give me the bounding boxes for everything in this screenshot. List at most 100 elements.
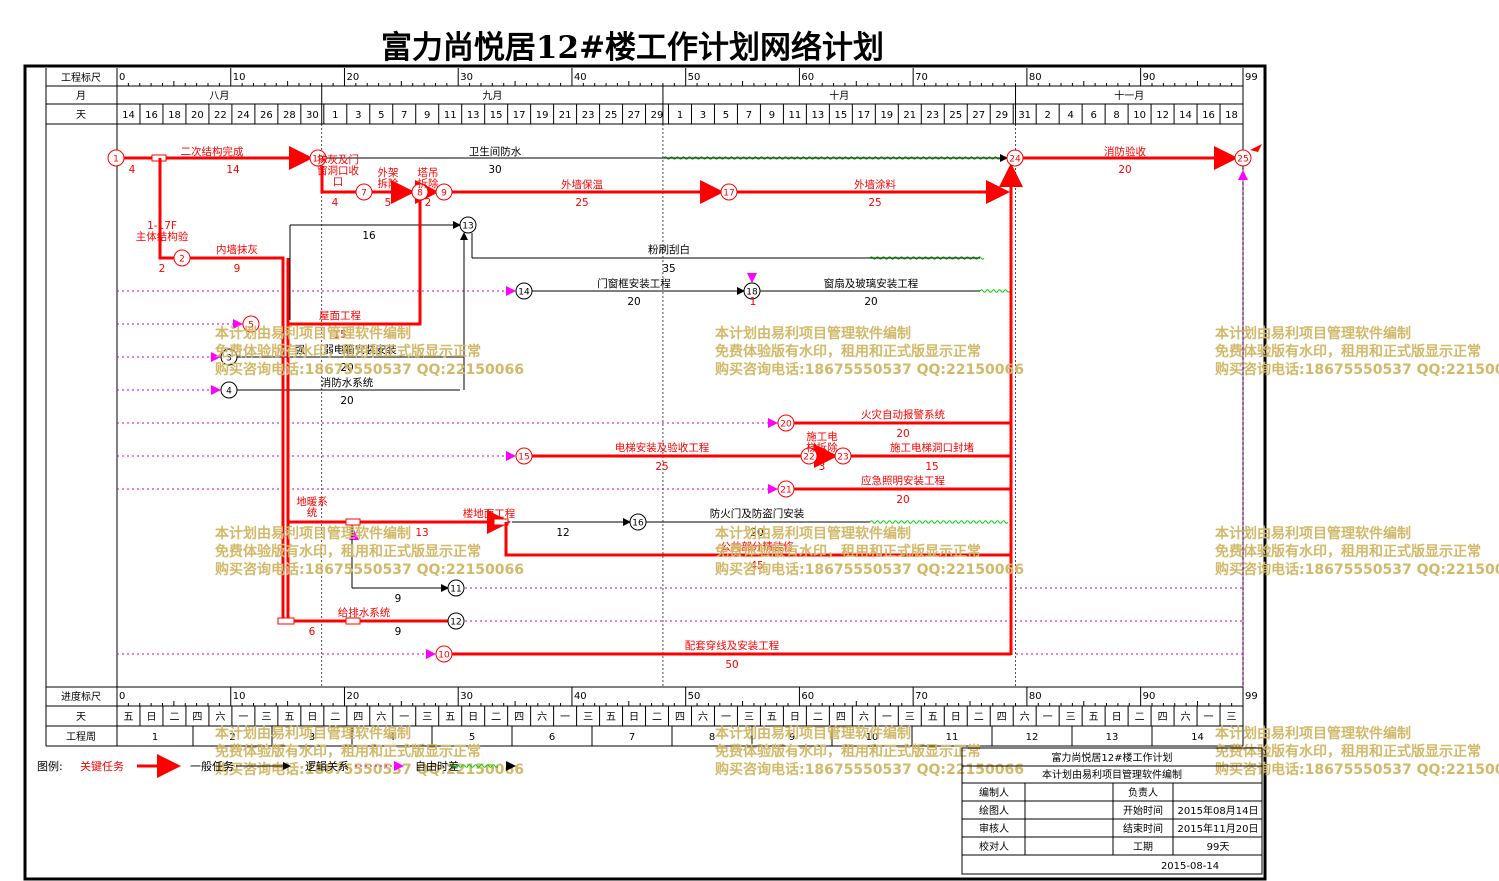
day-label: 2 [1044, 110, 1050, 121]
task-name: 弱电箱安装安装 [323, 343, 397, 356]
watermark-line2: 免费体验版有水印，租用和正式版显示正常 [1215, 743, 1481, 760]
task-name: 配套穿线及安装工程 [685, 639, 780, 652]
week-label: 2 [229, 732, 235, 743]
watermark-block: 本计划由易利项目管理软件编制免费体验版有水印，租用和正式版显示正常购买咨询电话:… [715, 325, 1024, 378]
event-node-2: 2 [173, 249, 191, 267]
watermark-line1: 本计划由易利项目管理软件编制 [1215, 525, 1411, 542]
svg-text:13: 13 [462, 222, 473, 232]
legend: 图例: 关键任务 一般任务 逻辑关系 自由时差 [37, 754, 516, 778]
weekday-label: 一 [1043, 712, 1053, 723]
scale-tick-top: 90 [1143, 72, 1156, 83]
dummy-arrow [1238, 170, 1248, 180]
event-node-25: 25 [1234, 149, 1252, 167]
day-label: 11 [789, 110, 802, 121]
weekday-label: 四 [675, 712, 685, 723]
event-node-3: 3 [220, 348, 238, 366]
task-duration: 3 [819, 461, 826, 473]
task-duration: 4 [129, 164, 136, 176]
task-duration: 25 [868, 197, 881, 209]
event-node-21: 21 [777, 480, 795, 498]
svg-text:8: 8 [417, 189, 423, 199]
watermark-block: 本计划由易利项目管理软件编制免费体验版有水印，租用和正式版显示正常购买咨询电话:… [1215, 725, 1499, 778]
task-name: 塔吊 [418, 166, 439, 179]
task-name: 强 [295, 344, 306, 356]
task-name: 内墙抹灰 [216, 243, 258, 256]
day-label: 13 [467, 110, 480, 121]
weekday-label: 五 [123, 712, 133, 723]
task-roof [288, 200, 422, 326]
day-label: 20 [191, 110, 204, 121]
task-duration: 13 [415, 527, 428, 539]
task-duration: 20 [1118, 164, 1131, 176]
task-duration: 20 [627, 296, 640, 308]
task-name: 外架 [378, 167, 399, 179]
day-label: 23 [926, 110, 939, 121]
week-label: 11 [946, 732, 959, 743]
dummy-arrow [211, 352, 221, 362]
task-name: 外墙保温 [561, 178, 603, 191]
watermark-line1: 本计划由易利项目管理软件编制 [715, 725, 911, 742]
watermark-line1: 本计划由易利项目管理软件编制 [715, 325, 911, 342]
scale-tick-bottom: 30 [460, 691, 473, 702]
day-label: 7 [401, 110, 407, 121]
day-label: 16 [1202, 110, 1215, 121]
dummy-arrow [233, 319, 243, 329]
milestone-box [345, 617, 361, 625]
month-label: 八月 [209, 90, 229, 102]
info-label: 编制人 [979, 786, 1009, 799]
watermark-block: 本计划由易利项目管理软件编制免费体验版有水印，租用和正式版显示正常购买咨询电话:… [715, 525, 1024, 578]
day-label: 29 [995, 110, 1008, 121]
event-node-15: 15 [515, 447, 533, 465]
scale-tick-top: 20 [346, 72, 359, 83]
task-name: 粉刷刮白 [648, 243, 690, 256]
info-label: 结束时间 [1123, 822, 1163, 835]
day-label: 19 [536, 110, 549, 121]
critical-task-lines [124, 146, 1238, 656]
info-value: 99天 [1207, 842, 1230, 853]
weekday-label: 六 [215, 711, 225, 723]
task-name: 外墙涂料 [854, 178, 896, 191]
svg-text:5: 5 [248, 321, 254, 331]
legend-logic-label: 逻辑关系 [305, 759, 349, 773]
task-name: 应急照明安装工程 [861, 474, 945, 487]
task-duration: 20 [340, 395, 353, 407]
watermark-block: 本计划由易利项目管理软件编制免费体验版有水印，租用和正式版显示正常购买咨询电话:… [215, 325, 524, 378]
day-label: 16 [145, 110, 158, 121]
scale-tick-bottom: 80 [1029, 691, 1042, 702]
dummy-arrow [506, 286, 516, 296]
weekday-row-label: 天 [76, 712, 86, 723]
task-name: 口 [333, 176, 344, 188]
task-duration: 1 [750, 296, 757, 308]
event-node-11: 11 [447, 579, 465, 597]
svg-text:22: 22 [803, 453, 814, 463]
week-label: 8 [709, 732, 715, 743]
weekday-label: 二 [652, 712, 662, 723]
task-duration: 15 [925, 461, 938, 473]
week-label: 12 [1026, 732, 1039, 743]
watermark-block: 本计划由易利项目管理软件编制免费体验版有水印，租用和正式版显示正常购买咨询电话:… [215, 525, 524, 578]
scale-label-top: 工程标尺 [61, 72, 101, 84]
svg-text:16: 16 [632, 519, 644, 529]
day-row-label: 天 [76, 110, 86, 121]
task-duration: 20 [896, 494, 909, 506]
legend-normal-label: 一般任务 [190, 760, 234, 773]
weekday-label: 四 [1158, 712, 1168, 723]
watermark-line2: 免费体验版有水印，租用和正式版显示正常 [715, 743, 981, 760]
weekday-label: 二 [491, 712, 501, 723]
info-label: 开始时间 [1123, 804, 1163, 817]
info-value: 2015年08月14日 [1178, 804, 1259, 817]
weekday-label: 六 [1020, 711, 1030, 723]
task-duration: 9 [395, 626, 402, 638]
svg-text:18: 18 [746, 288, 758, 298]
svg-text:23: 23 [837, 453, 848, 463]
month-row-label: 月 [76, 90, 86, 102]
watermark-line3: 购买咨询电话:18675550537 QQ:22150066 [1215, 761, 1499, 778]
watermark-line2: 免费体验版有水印，租用和正式版显示正常 [215, 343, 481, 360]
day-label: 7 [746, 110, 752, 121]
event-node-23: 23 [834, 447, 852, 465]
weekday-label: 六 [376, 711, 386, 723]
task-duration: 2 [425, 197, 432, 209]
day-label: 1 [332, 110, 338, 121]
day-label: 10 [1133, 110, 1146, 121]
task-duration: 12 [556, 527, 569, 539]
